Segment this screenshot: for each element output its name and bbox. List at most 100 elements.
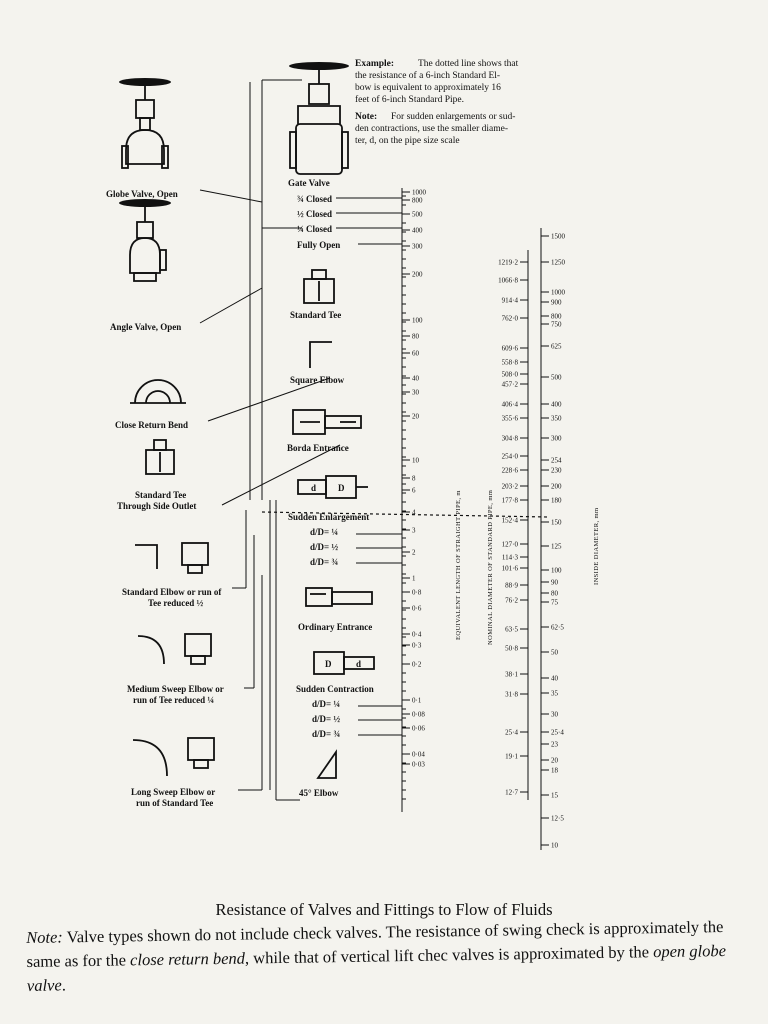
nominal-diameter-tick-label: 50·8 <box>505 645 518 653</box>
nominal-diameter-tick-label: 355·6 <box>502 415 519 423</box>
inside-diameter-tick-label: 125 <box>551 543 562 551</box>
middle-leader-lines <box>336 197 402 736</box>
inside-diameter-tick-label: 1250 <box>551 259 566 267</box>
inside-diameter-tick-label: 1000 <box>551 289 566 297</box>
inside-diameter-tick-label: 20 <box>551 757 559 765</box>
elbow-45-icon <box>316 749 337 779</box>
equivalent-length-axis-title: EQUIVALENT LENGTH OF STRAIGHT PIPE, m <box>455 490 462 640</box>
label-ordinary-entrance: Ordinary Entrance <box>298 622 372 632</box>
equivalent-length-tick-label: 1000 <box>412 189 427 197</box>
nominal-diameter-tick-label: 762·0 <box>502 315 519 323</box>
standard-tee-side-outlet-icon <box>145 439 175 475</box>
nominal-diameter-tick-label: 1219·2 <box>498 259 518 267</box>
sudden-contraction-icon: D d <box>313 651 375 675</box>
nominal-diameter-tick-label: 228·6 <box>502 467 519 475</box>
inside-diameter-tick-label: 200 <box>551 483 562 491</box>
note-heading: Note: <box>355 112 377 122</box>
nominal-diameter-tick-label: 114·3 <box>502 554 519 562</box>
label-tee-reduced-quarter: run of Tee reduced ¼ <box>133 695 214 705</box>
square-elbow-icon <box>309 341 332 368</box>
nominal-diameter-tick-label: 19·1 <box>505 753 518 761</box>
inside-diameter-tick-label: 50 <box>551 649 559 657</box>
example-block: Example: The dotted line shows that the … <box>355 59 519 146</box>
footnote-label: Note: <box>26 927 63 947</box>
label-through-side-outlet: Through Side Outlet <box>117 501 196 511</box>
inside-diameter-tick-label: 150 <box>551 519 562 527</box>
nominal-diameter-tick-label: 914·4 <box>502 297 519 305</box>
label-angle-valve: Angle Valve, Open <box>110 322 181 332</box>
enlargement-D: D <box>338 483 345 493</box>
contraction-D: D <box>325 659 332 669</box>
inside-diameter-tick-label: 180 <box>551 497 562 505</box>
nominal-diameter-tick-label: 203·2 <box>502 483 519 491</box>
example-line-2: the resistance of a 6-inch Standard El- <box>355 70 500 81</box>
equivalent-length-tick-label: 0·4 <box>412 631 422 639</box>
label-enl-ratio-3: d/D= ¾ <box>310 557 338 567</box>
nominal-diameter-tick-label: 88·9 <box>505 582 518 590</box>
label-standard-tee: Standard Tee <box>135 490 186 500</box>
label-enl-ratio-2: d/D= ½ <box>310 542 338 552</box>
close-return-bend-icon <box>130 379 186 404</box>
inside-diameter-tick-label: 18 <box>551 767 559 775</box>
label-gate-three-quarter: ¾ Closed <box>297 194 332 204</box>
nominal-diameter-tick-label: 25·4 <box>505 729 518 737</box>
figure-footnote: Note: Valve types shown do not include c… <box>26 914 762 998</box>
label-gate-quarter: ¼ Closed <box>297 224 332 234</box>
equivalent-length-tick-label: 100 <box>412 317 423 325</box>
equivalent-length-tick-label: 800 <box>412 197 423 205</box>
inside-diameter-tick-label: 254 <box>551 457 562 465</box>
example-line-1: The dotted line shows that <box>418 59 519 69</box>
nominal-diameter-tick-label: 304·8 <box>502 435 519 443</box>
gate-valve-icon <box>289 62 349 175</box>
left-fitting-labels: Globe Valve, Open Angle Valve, Open Clos… <box>106 189 224 808</box>
inside-diameter-tick-label: 230 <box>551 467 562 475</box>
nominal-diameter-tick-label: 508·0 <box>502 371 519 379</box>
left-leader-lines <box>199 189 341 791</box>
nominal-diameter-tick-label: 457·2 <box>502 381 519 389</box>
label-sudden-contraction: Sudden Contraction <box>296 684 374 694</box>
nominal-diameter-tick-label: 406·4 <box>502 401 519 409</box>
nominal-diameter-axis-title: NOMINAL DIAMETER OF STANDARD PIPE, mm <box>487 490 494 645</box>
label-borda-entrance: Borda Entrance <box>287 443 349 453</box>
nominal-diameter-tick-label: 152·4 <box>502 517 519 525</box>
figure-caption: Resistance of Valves and Fittings to Flo… <box>215 900 553 919</box>
equivalent-length-tick-label: 200 <box>412 271 423 279</box>
note-line-3: ter, d, on the pipe size scale <box>355 136 460 146</box>
resistance-nomograph: Example: The dotted line shows that the … <box>106 59 600 850</box>
borda-entrance-icon <box>292 409 362 435</box>
inside-diameter-tick-label: 23 <box>551 741 559 749</box>
globe-valve-icon <box>119 78 171 169</box>
label-close-return-bend: Close Return Bend <box>115 420 188 430</box>
equivalent-length-tick-label: 0·03 <box>412 761 425 769</box>
nominal-diameter-scale: 1219·21066·8914·4762·0609·6558·8508·0457… <box>498 250 529 800</box>
inside-diameter-tick-label: 10 <box>551 842 559 850</box>
nominal-diameter-tick-label: 127·0 <box>502 541 519 549</box>
label-enl-ratio-1: d/D= ¼ <box>310 527 338 537</box>
inside-diameter-scale: 1500125010009008007506255004003503002542… <box>540 228 566 850</box>
inside-diameter-tick-label: 75 <box>551 599 559 607</box>
equivalent-length-tick-label: 4 <box>412 509 416 517</box>
nominal-diameter-tick-label: 38·1 <box>505 671 518 679</box>
label-standard-elbow: Standard Elbow or run of <box>122 587 222 597</box>
label-standard-tee-mid: Standard Tee <box>290 310 341 320</box>
contraction-d: d <box>356 659 361 669</box>
footnote-emphasis-1: close return bend <box>129 948 246 970</box>
nominal-diameter-tick-label: 177·8 <box>502 497 519 505</box>
equivalent-length-tick-label: 300 <box>412 243 423 251</box>
label-con-ratio-3: d/D= ¾ <box>312 729 340 739</box>
label-square-elbow: Square Elbow <box>290 375 345 385</box>
label-con-ratio-2: d/D= ½ <box>312 714 340 724</box>
label-gate-valve: Gate Valve <box>288 178 330 188</box>
nominal-diameter-tick-label: 76·2 <box>505 597 518 605</box>
footnote-text-3: . <box>61 975 67 995</box>
equivalent-length-tick-label: 0·2 <box>412 661 422 669</box>
equivalent-length-tick-label: 0·08 <box>412 711 425 719</box>
inside-diameter-tick-label: 400 <box>551 401 562 409</box>
equivalent-length-tick-label: 0·1 <box>412 697 422 705</box>
ordinary-entrance-icon <box>305 587 373 607</box>
equivalent-length-tick-label: 3 <box>412 527 416 535</box>
example-line-3: bow is equivalent to approximately 16 <box>355 83 501 93</box>
footnote-text-2: , while that of vertical lift chec valve… <box>244 942 654 968</box>
nominal-diameter-tick-label: 609·6 <box>502 345 519 353</box>
equivalent-length-scale: 1000800500400300200100806040302010864321… <box>401 188 427 812</box>
